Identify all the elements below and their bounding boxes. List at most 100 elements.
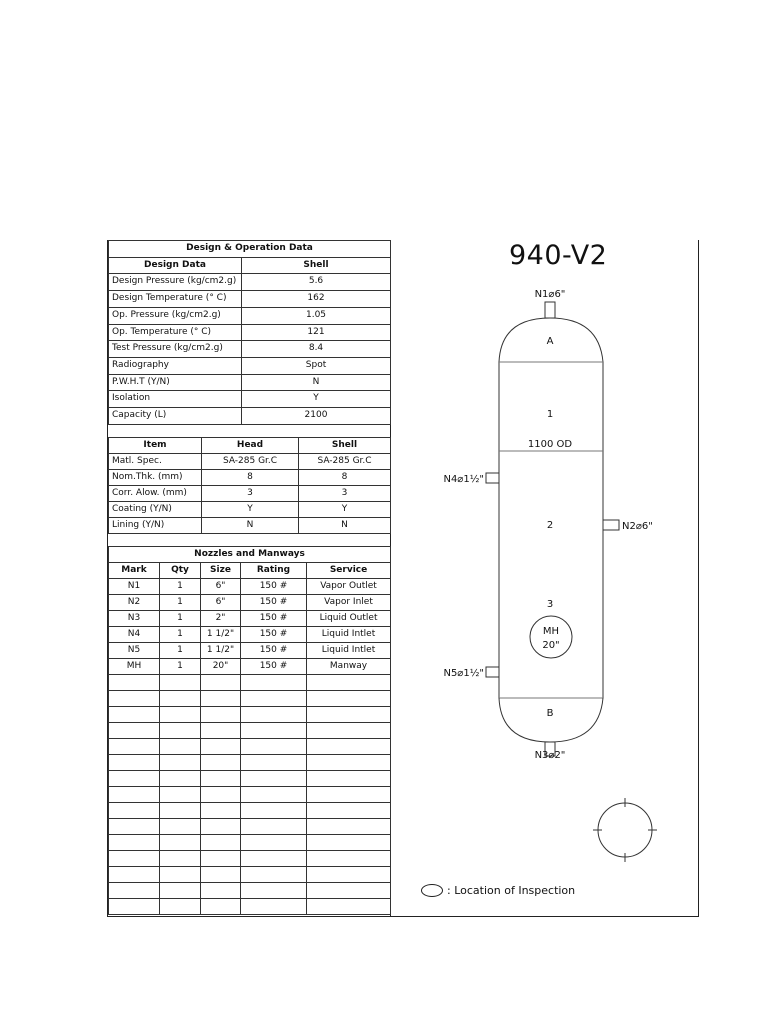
material-row-cell: N — [201, 516, 299, 534]
nozzle-blank-cell — [305, 769, 392, 787]
label-mh: MH — [543, 626, 559, 637]
nozzle-blank-cell — [305, 801, 392, 819]
material-table-header: Item — [108, 436, 202, 454]
label-n2: N2⌀6" — [622, 521, 653, 532]
nozzle-blank-cell — [200, 721, 241, 739]
nozzle-blank-cell — [108, 817, 160, 835]
design-row: Design Temperature (° C)162 — [108, 290, 392, 308]
nozzle-blank-cell — [108, 897, 160, 915]
nozzle-blank-cell — [305, 753, 392, 771]
nozzle-row-cell: 1 1/2" — [200, 641, 241, 659]
nozzle-row-cell: N3 — [108, 609, 160, 627]
nozzle-blank-cell — [108, 865, 160, 883]
nozzle-row-cell: MH — [108, 657, 160, 675]
design-row: Capacity (L)2100 — [108, 407, 392, 425]
material-row-cell: N — [298, 516, 391, 534]
design-row-cell: 162 — [240, 290, 392, 308]
nozzle-blank-cell — [240, 785, 307, 803]
nozzle-blank-row — [108, 849, 392, 867]
design-row-cell: 8.4 — [240, 340, 392, 358]
nozzle-blank-cell — [200, 753, 241, 771]
nozzle-row-cell: Vapor Inlet — [305, 593, 392, 611]
nozzle-row-cell: N2 — [108, 593, 160, 611]
nozzle-blank-cell — [305, 689, 392, 707]
bottom-head-outline — [498, 697, 604, 743]
nozzle-blank-cell — [240, 801, 307, 819]
material-row-cell: Coating (Y/N) — [108, 500, 202, 518]
nozzle-blank-cell — [108, 721, 160, 739]
nozzle-blank-cell — [305, 849, 392, 867]
nozzle-blank-row — [108, 785, 392, 803]
manway-circle — [529, 615, 573, 659]
design-row-cell: 1.05 — [240, 306, 392, 325]
material-row-cell: Lining (Y/N) — [108, 516, 202, 534]
nozzle-blank-cell — [159, 817, 201, 835]
nozzle-row-cell: 150 # — [240, 593, 307, 611]
nozzle-row-cell: 6" — [200, 577, 241, 595]
nozzle-row-cell: 150 # — [240, 609, 307, 627]
nozzle-blank-cell — [159, 721, 201, 739]
nozzle-table-header: Qty — [159, 561, 201, 579]
nozzle-row-cell: 1 — [159, 577, 201, 595]
design-table-caption: Design & Operation Data — [107, 240, 392, 258]
nozzle-blank-cell — [159, 833, 201, 851]
material-row-cell: Corr. Alow. (mm) — [108, 484, 202, 502]
material-row-cell: Y — [201, 500, 299, 518]
nozzle-blank-cell — [200, 769, 241, 787]
nozzle-blank-cell — [159, 801, 201, 819]
label-head-a: A — [547, 336, 554, 347]
material-row-cell: 8 — [201, 468, 299, 486]
label-mh-size: 20" — [542, 640, 559, 651]
nozzle-blank-cell — [200, 881, 241, 899]
nozzle-blank-cell — [240, 881, 307, 899]
nozzle-row-cell: 6" — [200, 593, 241, 611]
nozzle-blank-cell — [240, 737, 307, 755]
nozzle-blank-cell — [240, 817, 307, 835]
nozzle-blank-cell — [108, 833, 160, 851]
nozzle-blank-cell — [305, 817, 392, 835]
nozzle-row-cell: N5 — [108, 641, 160, 659]
nozzle-row-cell: 2" — [200, 609, 241, 627]
nozzle-blank-cell — [240, 753, 307, 771]
design-row-cell: Y — [240, 390, 392, 409]
nozzle-row-cell: 1 — [159, 657, 201, 675]
label-head-b: B — [547, 708, 554, 719]
nozzle-n2-shape — [602, 519, 620, 531]
nozzle-row-cell: N1 — [108, 577, 160, 595]
nozzle-blank-cell — [305, 785, 392, 803]
nozzle-blank-row — [108, 737, 392, 755]
nozzle-blank-cell — [305, 881, 392, 899]
design-table-header: Design Data — [108, 256, 242, 275]
nozzle-row-cell: N4 — [108, 625, 160, 643]
nozzle-blank-cell — [108, 673, 160, 691]
nozzle-blank-row — [108, 881, 392, 899]
datasheet: Design & Operation Data Design Data Shel… — [107, 240, 699, 917]
nozzle-blank-cell — [305, 673, 392, 691]
vessel-svg: N1⌀6" N2⌀6" N3⌀2" N4⌀1½" N5⌀1½" A B 1 2 … — [443, 289, 657, 862]
nozzle-blank-cell — [240, 897, 307, 915]
label-shell-3: 3 — [547, 599, 553, 610]
material-row-cell: 8 — [298, 468, 391, 486]
nozzle-blank-cell — [305, 833, 392, 851]
nozzle-blank-cell — [108, 689, 160, 707]
nozzle-row-cell: 1 — [159, 641, 201, 659]
vessel-drawing: 940-V2 — [391, 240, 698, 916]
design-row-cell: 5.6 — [240, 273, 392, 292]
design-row-cell: 121 — [240, 323, 392, 342]
nozzle-blank-row — [108, 817, 392, 835]
nozzle-blank-cell — [305, 737, 392, 755]
design-row-cell: Design Pressure (kg/cm2.g) — [108, 273, 242, 292]
design-table-header: Shell — [240, 256, 392, 275]
nozzle-blank-cell — [159, 769, 201, 787]
label-n4: N4⌀1½" — [443, 473, 484, 485]
nozzle-blank-cell — [240, 849, 307, 867]
design-row: Op. Pressure (kg/cm2.g)1.05 — [108, 306, 392, 325]
nozzle-blank-cell — [200, 833, 241, 851]
nozzle-table-caption: Nozzles and Manways — [107, 545, 392, 563]
